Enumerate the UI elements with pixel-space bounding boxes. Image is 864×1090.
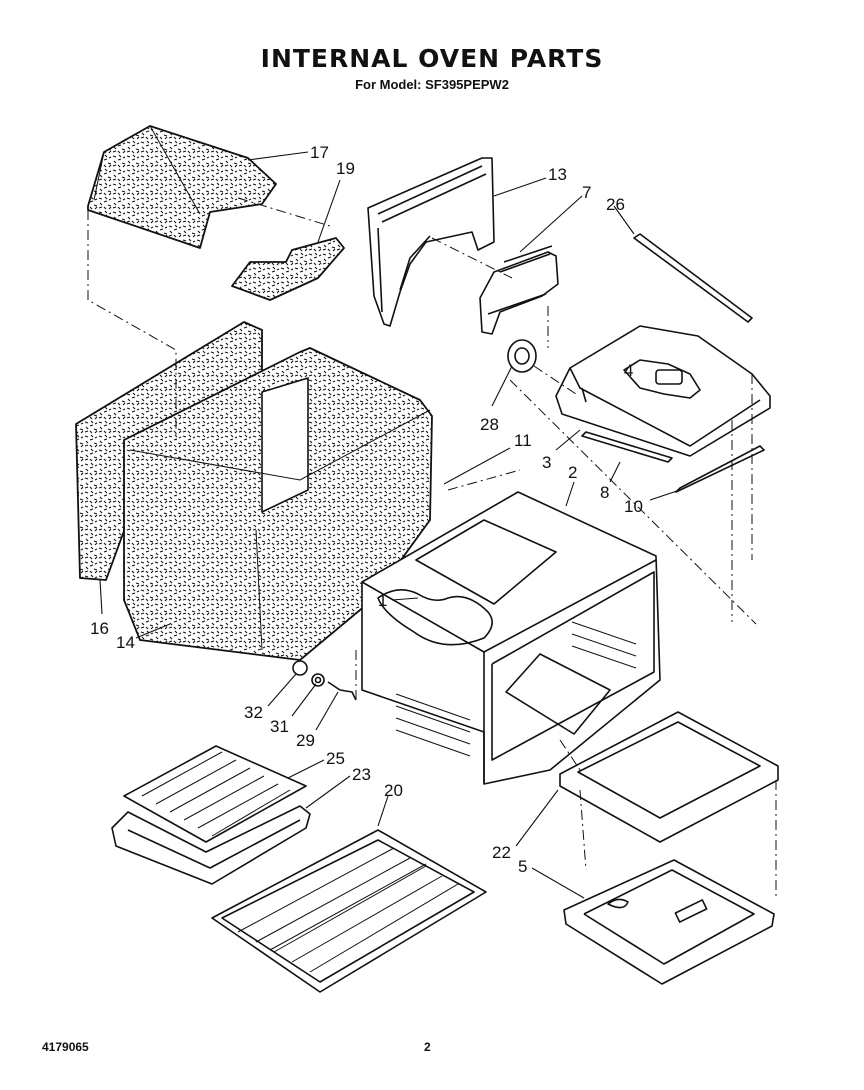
part-28-grommet xyxy=(507,339,537,373)
part-14-wrap-insulation xyxy=(123,347,433,661)
callout-labels: 17 19 13 7 26 4 28 3 8 10 2 11 1 16 14 3… xyxy=(90,143,643,876)
callout-19: 19 xyxy=(336,159,355,178)
callout-5: 5 xyxy=(518,857,527,876)
callout-7: 7 xyxy=(582,183,591,202)
callout-13: 13 xyxy=(548,165,567,184)
part-5-bottom-tray xyxy=(563,859,775,985)
callout-2: 2 xyxy=(568,463,577,482)
callout-22: 22 xyxy=(492,843,511,862)
callout-4: 4 xyxy=(624,361,633,380)
callout-17: 17 xyxy=(310,143,329,162)
part-17-top-insulation xyxy=(87,125,277,249)
callout-3: 3 xyxy=(542,453,551,472)
callout-23: 23 xyxy=(352,765,371,784)
callout-11: 11 xyxy=(514,431,532,450)
part-31-washer xyxy=(311,673,325,687)
document-number: 4179065 xyxy=(42,1040,89,1054)
callout-29: 29 xyxy=(296,731,315,750)
callout-16: 16 xyxy=(90,619,109,638)
page-number: 2 xyxy=(424,1040,431,1054)
leader-lines xyxy=(99,151,681,899)
part-32-nut xyxy=(292,660,308,676)
part-2-oven-cavity xyxy=(361,491,661,785)
callout-10: 10 xyxy=(624,497,643,516)
part-25-broil-grid xyxy=(123,745,307,843)
part-13-rear-panel xyxy=(367,157,495,327)
part-29-sensor xyxy=(327,681,357,701)
callout-8: 8 xyxy=(600,483,609,502)
page-title: INTERNAL OVEN PARTS xyxy=(260,44,604,73)
callout-26: 26 xyxy=(606,195,625,214)
part-26-trim-strip xyxy=(613,205,753,323)
callout-32: 32 xyxy=(244,703,263,722)
part-10-strip xyxy=(675,445,765,493)
callout-25: 25 xyxy=(326,749,345,768)
part-23-broil-pan xyxy=(111,805,311,885)
part-8-strip xyxy=(581,431,673,463)
model-subtitle: For Model: SF395PEPW2 xyxy=(355,77,509,92)
part-7-vent-duct xyxy=(479,245,559,335)
part-22-bottom-panel xyxy=(559,711,779,843)
callout-1: 1 xyxy=(378,591,387,610)
callout-28: 28 xyxy=(480,415,499,434)
callout-20: 20 xyxy=(384,781,403,800)
callout-31: 31 xyxy=(270,717,289,736)
part-3-broil-cover xyxy=(555,325,771,457)
part-20-oven-rack xyxy=(211,829,487,993)
alignment-lines xyxy=(87,197,777,900)
callout-14: 14 xyxy=(116,633,135,652)
part-19-insulation-pad xyxy=(231,237,345,301)
